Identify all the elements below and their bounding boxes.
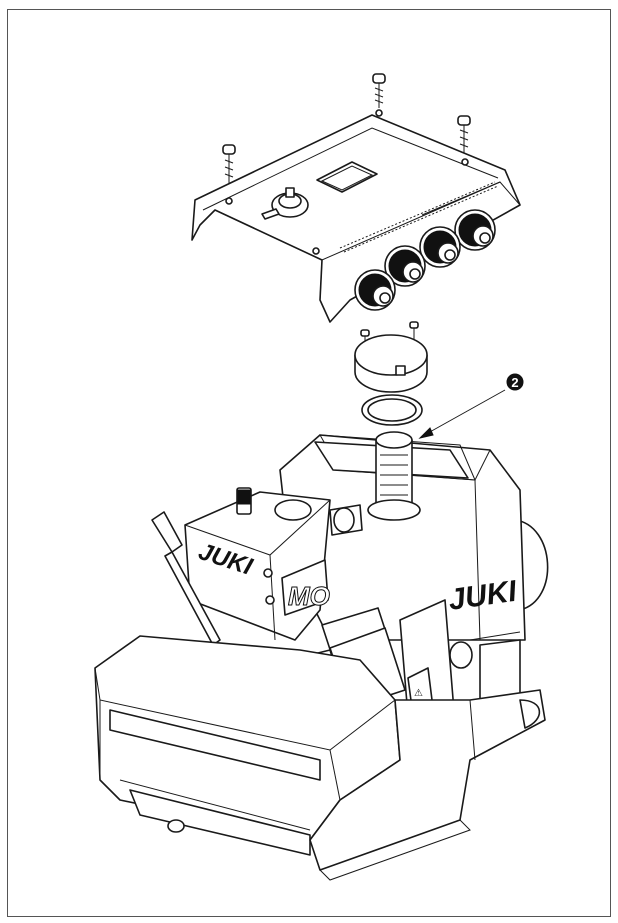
tension-knob-2 <box>419 226 461 268</box>
presser-lever <box>151 511 221 646</box>
model-badge: MO <box>288 581 330 611</box>
oil-cap-cover <box>354 334 428 393</box>
tension-knob-3 <box>384 245 426 287</box>
figure-frame <box>7 9 611 917</box>
callout-2: 2 <box>418 373 524 439</box>
tension-knobs <box>354 209 496 311</box>
cover-screw-right <box>457 115 471 160</box>
top-cover <box>191 109 521 323</box>
cover-screw-top <box>372 73 386 108</box>
tension-knob-1 <box>454 209 496 251</box>
sewing-machine-body: JUKI <box>279 431 549 706</box>
gasket-ring <box>361 394 423 426</box>
machine-bed <box>94 635 546 881</box>
callout-number: 2 <box>511 375 518 390</box>
needle-head: JUKI MO <box>184 487 331 641</box>
warning-mark: ⚠ <box>414 688 423 699</box>
tension-knob-4 <box>354 269 396 311</box>
